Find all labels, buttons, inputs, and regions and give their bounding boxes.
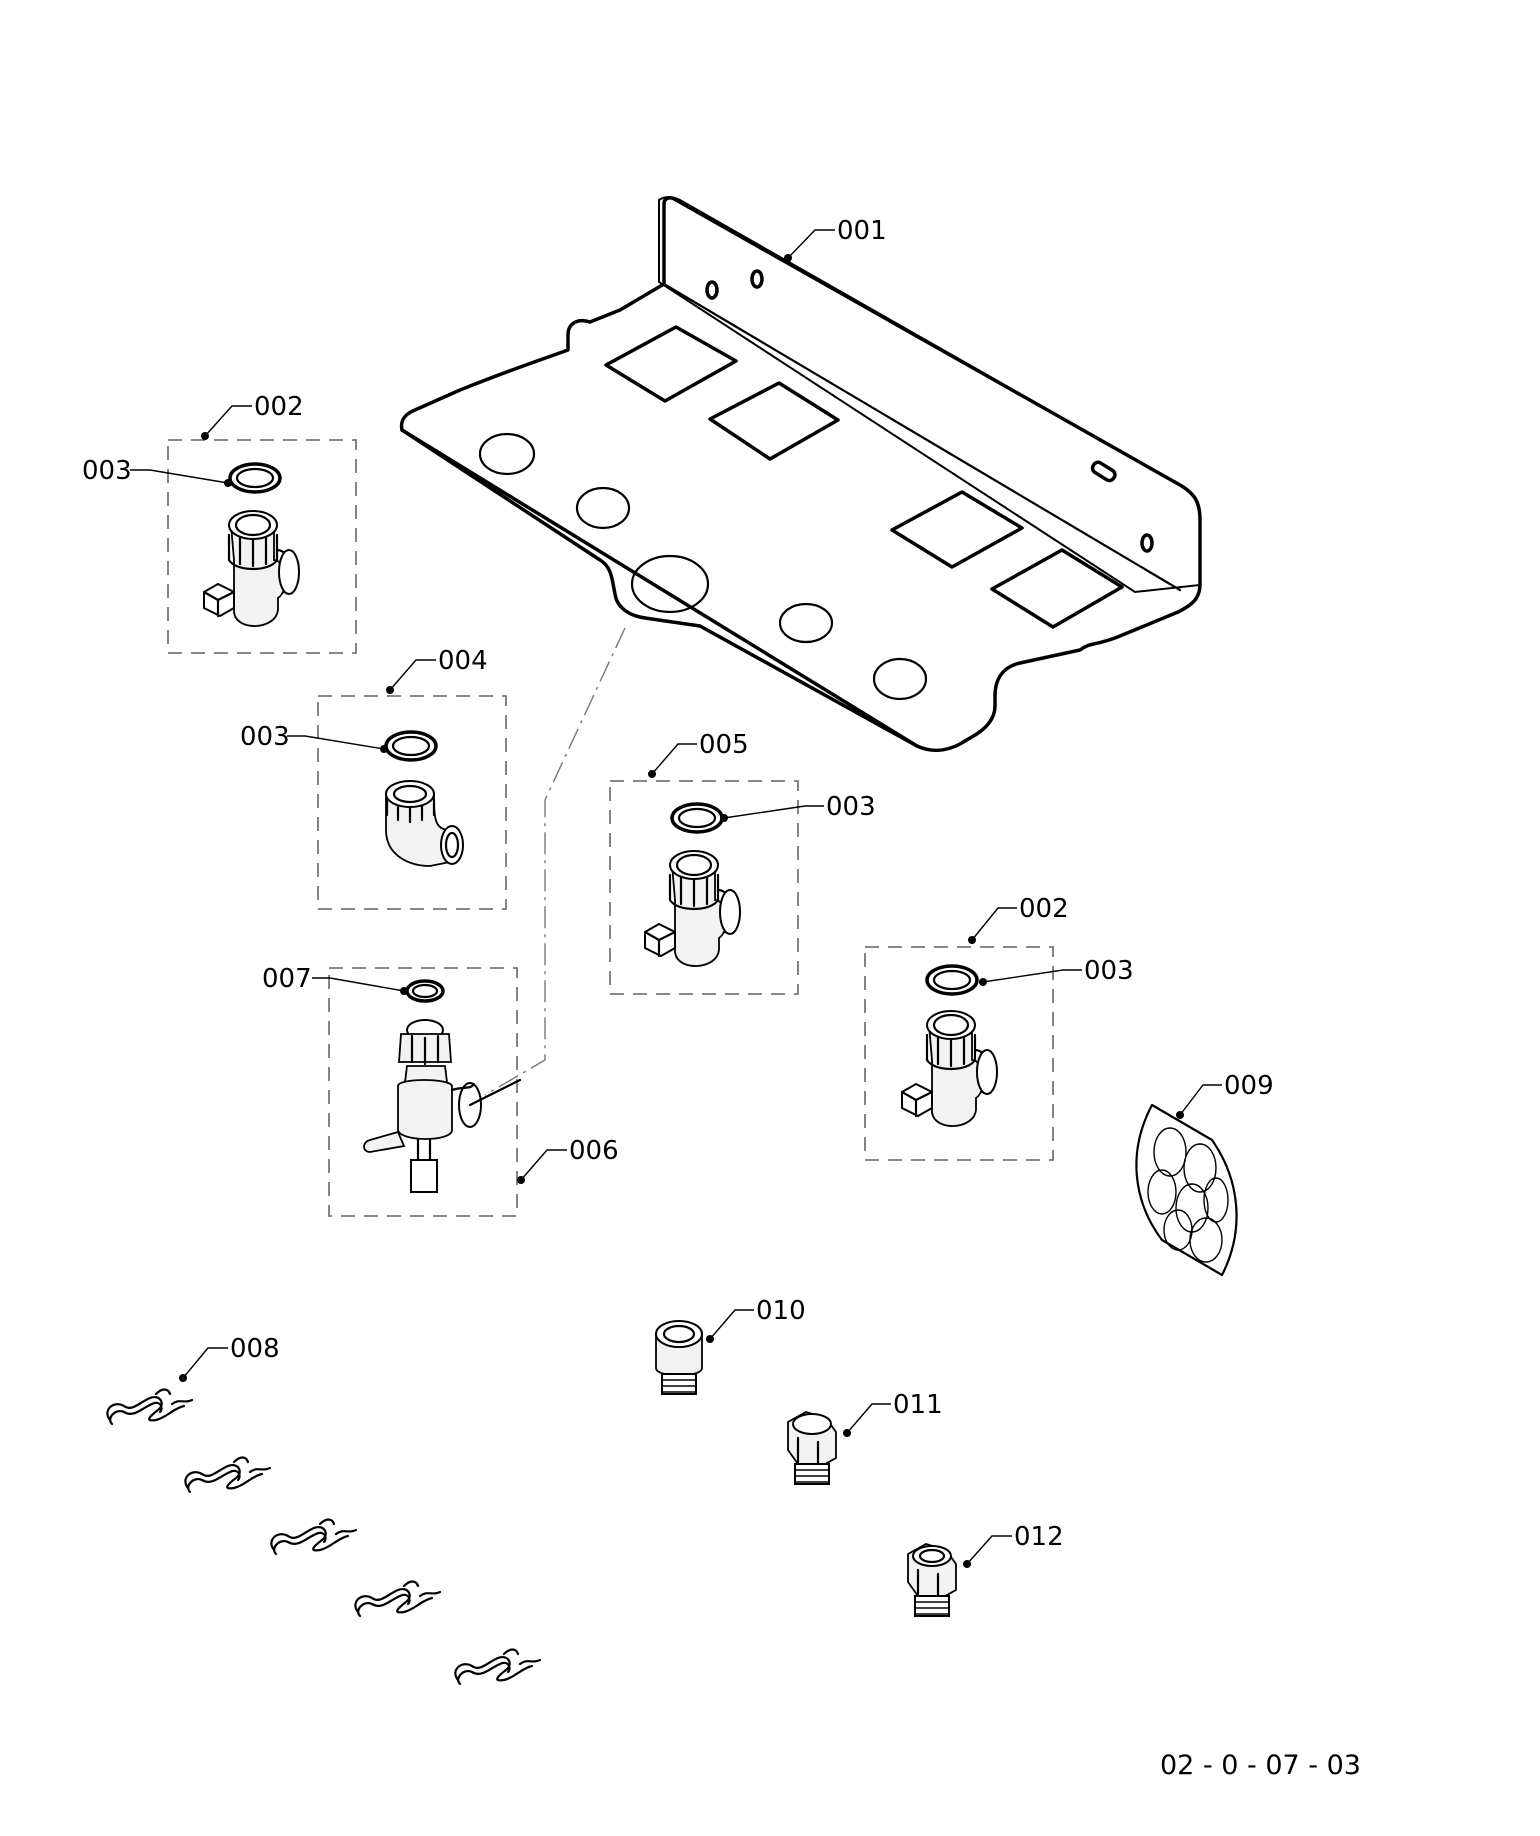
assembly-axis-line bbox=[484, 627, 626, 1096]
group-box-002-left bbox=[167, 439, 357, 654]
group-box-006 bbox=[328, 967, 518, 1217]
circlip-5 bbox=[454, 1648, 542, 1686]
circlip-008-set bbox=[106, 1388, 542, 1686]
label-009: 009 bbox=[1224, 1071, 1274, 1101]
seal-ring-003-c bbox=[670, 802, 724, 834]
label-008: 008 bbox=[230, 1334, 280, 1364]
circlip-1 bbox=[106, 1388, 194, 1426]
label-012: 012 bbox=[1014, 1522, 1064, 1552]
threaded-plug-010 bbox=[655, 1320, 703, 1395]
hex-plug-012 bbox=[907, 1543, 957, 1617]
seal-bag-009 bbox=[1135, 1103, 1238, 1277]
seal-ring-003-d bbox=[925, 964, 979, 996]
valve-005 bbox=[643, 849, 742, 968]
label-003-b: 003 bbox=[240, 722, 290, 752]
label-004: 004 bbox=[438, 646, 488, 676]
group-box-005 bbox=[609, 780, 799, 995]
label-003-c: 003 bbox=[826, 792, 876, 822]
leader-lines bbox=[130, 229, 1222, 1568]
label-010: 010 bbox=[756, 1296, 806, 1326]
label-003-d: 003 bbox=[1084, 956, 1134, 986]
seal-ring-003-a bbox=[228, 462, 282, 494]
circlip-3 bbox=[270, 1518, 358, 1556]
seal-ring-007 bbox=[405, 979, 445, 1003]
drawing-reference-number: 02 - 0 - 07 - 03 bbox=[1160, 1750, 1361, 1781]
circlip-2 bbox=[184, 1456, 272, 1494]
label-002-right: 002 bbox=[1019, 894, 1069, 924]
seal-ring-003-b bbox=[384, 730, 438, 762]
label-001: 001 bbox=[837, 216, 887, 246]
label-006: 006 bbox=[569, 1136, 619, 1166]
elbow-fitting-004 bbox=[385, 780, 464, 867]
angle-valve-006 bbox=[363, 1019, 522, 1193]
bracket-plate-001 bbox=[399, 196, 1202, 752]
label-003-a: 003 bbox=[82, 456, 132, 486]
label-005: 005 bbox=[699, 730, 749, 760]
hex-plug-011 bbox=[787, 1411, 837, 1485]
group-box-002-right bbox=[864, 946, 1054, 1161]
label-002-left: 002 bbox=[254, 392, 304, 422]
group-box-004 bbox=[317, 695, 507, 910]
circlip-4 bbox=[354, 1580, 442, 1618]
label-007: 007 bbox=[262, 964, 312, 994]
valve-002-right bbox=[900, 1009, 999, 1128]
label-011: 011 bbox=[893, 1390, 943, 1420]
valve-002-left bbox=[202, 509, 301, 628]
